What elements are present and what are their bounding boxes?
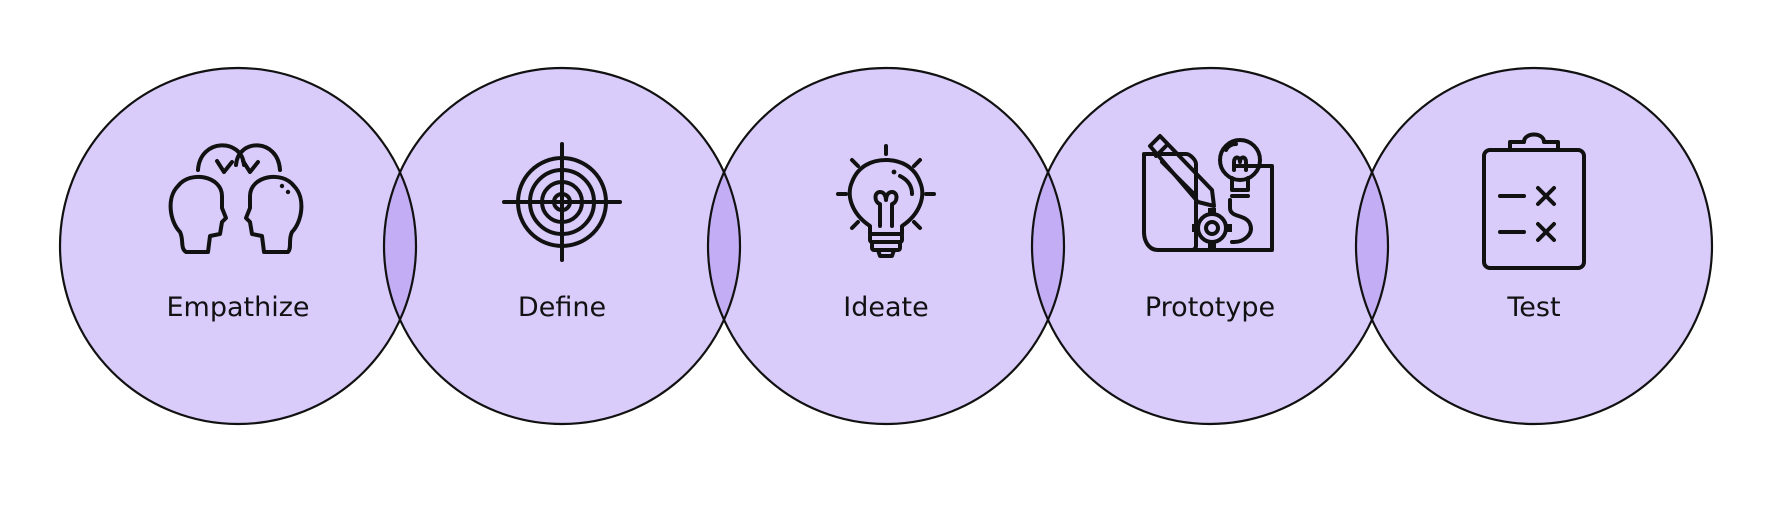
stage-circle-test (1356, 68, 1712, 424)
circle-outlines (58, 66, 1714, 426)
two-heads-exchange-icon (168, 143, 304, 254)
lightbulb-idea-icon (836, 144, 936, 258)
clipboard-checklist-icon (1482, 132, 1586, 270)
stage-label-prototype: Prototype (1145, 292, 1275, 323)
target-crosshair-icon (502, 142, 622, 262)
stage-circle-empathize (60, 68, 416, 424)
blueprint-pencil-gear-icon (1142, 134, 1274, 252)
stage-circles (60, 68, 1712, 424)
stage-circle-ideate (708, 68, 1064, 424)
stage-label-define: Define (518, 292, 606, 323)
stage-label-ideate: Ideate (843, 292, 928, 323)
stage-label-empathize: Empathize (166, 292, 309, 323)
stage-label-test: Test (1506, 292, 1560, 323)
